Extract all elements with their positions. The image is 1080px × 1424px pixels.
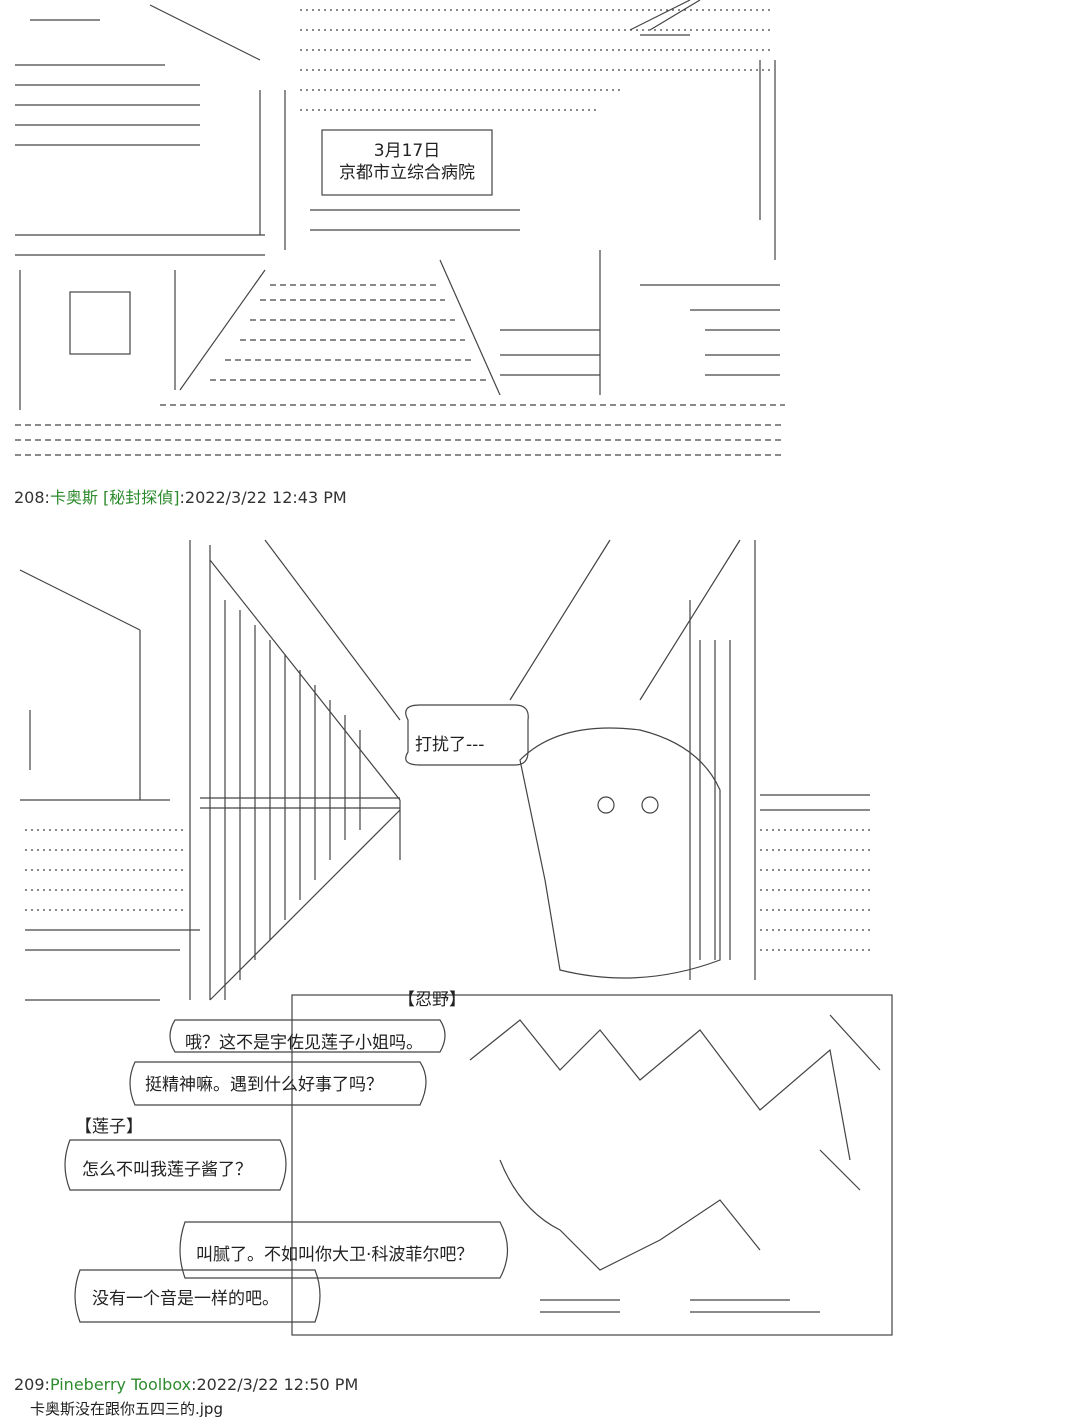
corridor-hatching <box>224 600 731 1000</box>
dialogue-line-2: 挺精神嘛。遇到什么好事了吗？ <box>145 1075 383 1095</box>
post-number: 208 <box>14 488 45 507</box>
speech-bubble-greeting <box>405 704 529 766</box>
sign-hospital-name: 京都市立综合病院 <box>339 163 475 183</box>
hospital-sign: 3月17日 京都市立综合病院 <box>322 140 492 184</box>
post-author[interactable]: Pineberry Toolbox <box>49 1375 192 1394</box>
bubble-line-1 <box>169 1019 446 1053</box>
post-header-209: 209:Pineberry Toolbox:2022/3/22 12:50 PM <box>14 1375 359 1394</box>
post-header-208: 208:卡奥斯 [秘封探偵]:2022/3/22 12:43 PM <box>14 488 347 507</box>
greeting-text: 打扰了--- <box>415 735 485 755</box>
dialogue-line-4: 叫腻了。不如叫你大卫·科波菲尔吧？ <box>196 1245 474 1265</box>
dialogue-line-3: 怎么不叫我莲子酱了？ <box>82 1160 252 1180</box>
shinobu-creature <box>469 1014 881 1313</box>
bubble-line-4 <box>179 1221 509 1279</box>
bubble-line-3 <box>64 1139 287 1191</box>
speaker-renko: 【莲子】 <box>75 1117 143 1137</box>
dialogue-frame <box>291 994 893 1336</box>
speaker-shinobu: 【忍野】 <box>398 990 466 1010</box>
bubble-line-5 <box>74 1269 321 1323</box>
road-dashes <box>15 284 785 456</box>
dialogue-line-1: 哦？这不是宇佐见莲子小姐吗。 <box>185 1033 423 1053</box>
post-caption: 卡奥斯没在跟你五四三的.jpg <box>30 1400 223 1418</box>
bubble-line-2 <box>129 1061 427 1106</box>
dialogue-line-5: 没有一个音是一样的吧。 <box>92 1289 279 1309</box>
hospital-scene <box>15 0 780 410</box>
dotted-fill <box>300 9 770 111</box>
sign-date: 3月17日 <box>373 141 441 161</box>
post-author[interactable]: 卡奥斯 [秘封探偵] <box>49 488 180 507</box>
post-number: 209 <box>14 1375 45 1394</box>
corridor-dots <box>25 829 870 951</box>
corridor-scene <box>19 539 870 1001</box>
post-date: 2022/3/22 12:50 PM <box>196 1375 359 1394</box>
post-date: 2022/3/22 12:43 PM <box>184 488 347 507</box>
